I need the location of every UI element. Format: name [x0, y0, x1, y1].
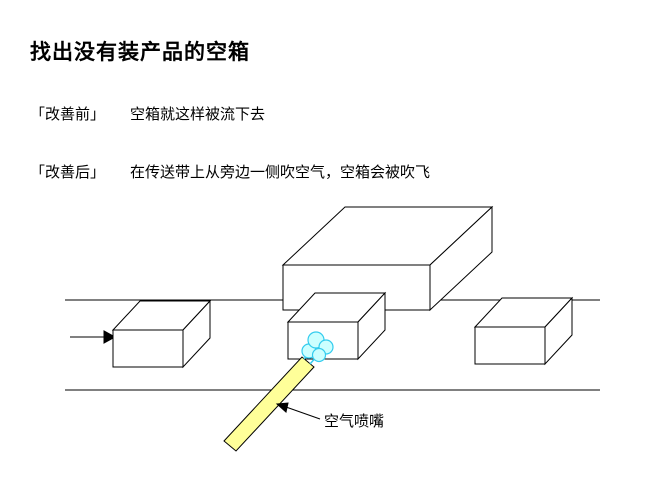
conveyor-boxes [111, 291, 574, 369]
before-text: 空箱就这样被流下去 [130, 107, 266, 123]
nozzle-pointer-shaft [285, 406, 321, 420]
after-text: 在传送带上从旁边一侧吹空气，空箱会被吹飞 [130, 165, 431, 181]
air-nozzle [223, 356, 315, 452]
air-puff-lobes [301, 331, 334, 363]
box-left [111, 299, 212, 369]
box-right-front-face [474, 326, 546, 365]
before-label: 「改善前」 [30, 107, 106, 123]
nozzle-pointer-arrow [275, 402, 321, 420]
flow-arrow [70, 330, 117, 344]
air-nozzle-body [223, 356, 315, 452]
after-label: 「改善后」 [30, 165, 106, 181]
after-row: 「改善后」 在传送带上从旁边一侧吹空气，空箱会被吹飞 [30, 161, 430, 182]
box-right [473, 296, 574, 366]
box-left-front-face [112, 329, 184, 368]
slide-title: 找出没有装产品的空箱 [30, 40, 250, 64]
before-row: 「改善前」 空箱就这样被流下去 [30, 103, 265, 124]
air-puff-lobe [311, 347, 327, 363]
air-puff [301, 331, 334, 363]
diagram-root: 空气喷嘴 [65, 205, 600, 452]
nozzle-label: 空气喷嘴 [324, 413, 384, 430]
nozzle-pointer-head [275, 402, 289, 413]
flow-arrow-head [103, 330, 117, 344]
